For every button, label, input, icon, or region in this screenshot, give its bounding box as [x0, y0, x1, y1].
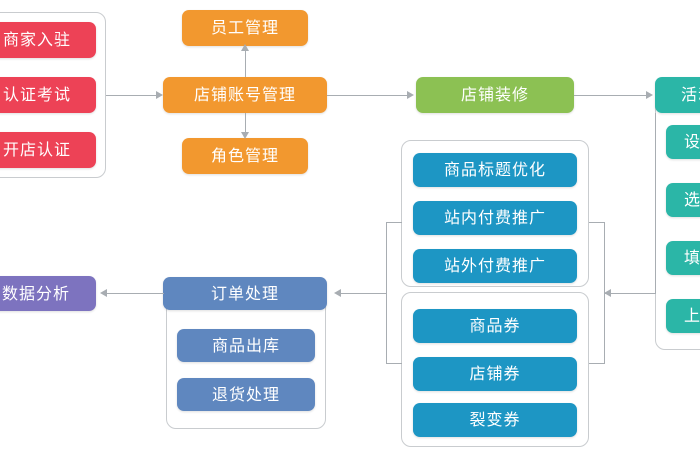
- arrow-account-to-role: [240, 132, 249, 139]
- node-label: 订单处理: [210, 283, 279, 303]
- node-store-decoration[interactable]: 店铺装修: [416, 77, 574, 113]
- bracket-right-top-stub: [589, 222, 605, 223]
- node-label: 选择商品: [683, 190, 700, 209]
- node-label: 填写信息: [683, 248, 700, 267]
- group-coupon: [401, 292, 589, 447]
- node-store-account-management[interactable]: 店铺账号管理: [163, 77, 327, 113]
- node-product-coupon[interactable]: 商品券: [413, 309, 577, 343]
- node-label: 商品标题优化: [443, 160, 546, 179]
- node-activity-select-product[interactable]: 选择商品: [666, 183, 700, 217]
- connector-account-to-decoration: [327, 95, 409, 96]
- node-product-title-optimization[interactable]: 商品标题优化: [413, 153, 577, 187]
- connector-account-to-staff: [245, 50, 246, 77]
- node-order-processing[interactable]: 订单处理: [163, 277, 327, 310]
- group-onboarding: [0, 12, 106, 178]
- bracket-left-bottom-stub: [386, 363, 402, 364]
- node-label: 认证考试: [2, 85, 71, 104]
- arrow-promotion-to-order: [334, 288, 341, 297]
- connector-promotion-to-order: [336, 293, 387, 294]
- connector-activity-group-down: [655, 113, 656, 293]
- node-label: 店铺装修: [460, 85, 529, 104]
- node-certification-exam[interactable]: 认证考试: [0, 77, 96, 113]
- connector-decoration-to-activity: [574, 95, 648, 96]
- node-label: 数据分析: [1, 283, 70, 303]
- group-promotion: [401, 140, 589, 287]
- arrow-account-to-staff: [240, 44, 249, 51]
- node-offsite-paid-promotion[interactable]: 站外付费推广: [413, 249, 577, 283]
- node-label: 站内付费推广: [443, 208, 546, 227]
- node-activity-setup[interactable]: 设置活动: [666, 125, 700, 159]
- node-merchant-onboarding[interactable]: 商家入驻: [0, 22, 96, 58]
- arrow-decoration-to-activity: [646, 90, 653, 99]
- node-onsite-paid-promotion[interactable]: 站内付费推广: [413, 201, 577, 235]
- node-label: 设置活动: [683, 132, 700, 151]
- connector-activity-to-promotion: [604, 293, 656, 294]
- arrow-activity-to-promotion: [604, 288, 611, 297]
- node-activity-upload-docs[interactable]: 上传资料: [666, 299, 700, 333]
- node-activity-signup[interactable]: 活动报名: [655, 77, 700, 113]
- node-label: 开店认证: [2, 140, 71, 159]
- connector-account-to-role: [245, 113, 246, 134]
- node-label: 上传资料: [683, 306, 700, 325]
- connector-order-to-analysis: [104, 293, 164, 294]
- node-label: 退货处理: [211, 384, 280, 404]
- arrow-onboarding-to-account: [156, 90, 163, 99]
- bracket-left-top-stub: [386, 222, 402, 223]
- node-store-certification[interactable]: 开店认证: [0, 132, 96, 168]
- node-activity-fill-info[interactable]: 填写信息: [666, 241, 700, 275]
- connector-onboarding-to-account: [106, 95, 158, 96]
- node-data-analysis[interactable]: 数据分析: [0, 276, 96, 311]
- node-role-management[interactable]: 角色管理: [182, 138, 308, 174]
- node-label: 商家入驻: [2, 30, 71, 49]
- arrow-account-to-decoration: [407, 90, 414, 99]
- node-label: 裂变券: [469, 410, 521, 429]
- node-viral-coupon[interactable]: 裂变券: [413, 403, 577, 437]
- node-staff-management[interactable]: 员工管理: [182, 10, 308, 46]
- node-label: 活动报名: [680, 85, 700, 104]
- node-label: 商品出库: [211, 335, 280, 355]
- node-label: 员工管理: [210, 18, 279, 37]
- node-label: 店铺券: [469, 364, 521, 383]
- node-label: 角色管理: [210, 146, 279, 165]
- node-label: 站外付费推广: [443, 256, 546, 275]
- node-label: 店铺账号管理: [193, 85, 296, 104]
- arrow-order-to-analysis: [100, 288, 107, 297]
- node-product-outbound[interactable]: 商品出库: [177, 329, 315, 362]
- node-label: 商品券: [469, 316, 521, 335]
- node-return-processing[interactable]: 退货处理: [177, 378, 315, 411]
- node-store-coupon[interactable]: 店铺券: [413, 357, 577, 391]
- bracket-right-bottom-stub: [589, 363, 605, 364]
